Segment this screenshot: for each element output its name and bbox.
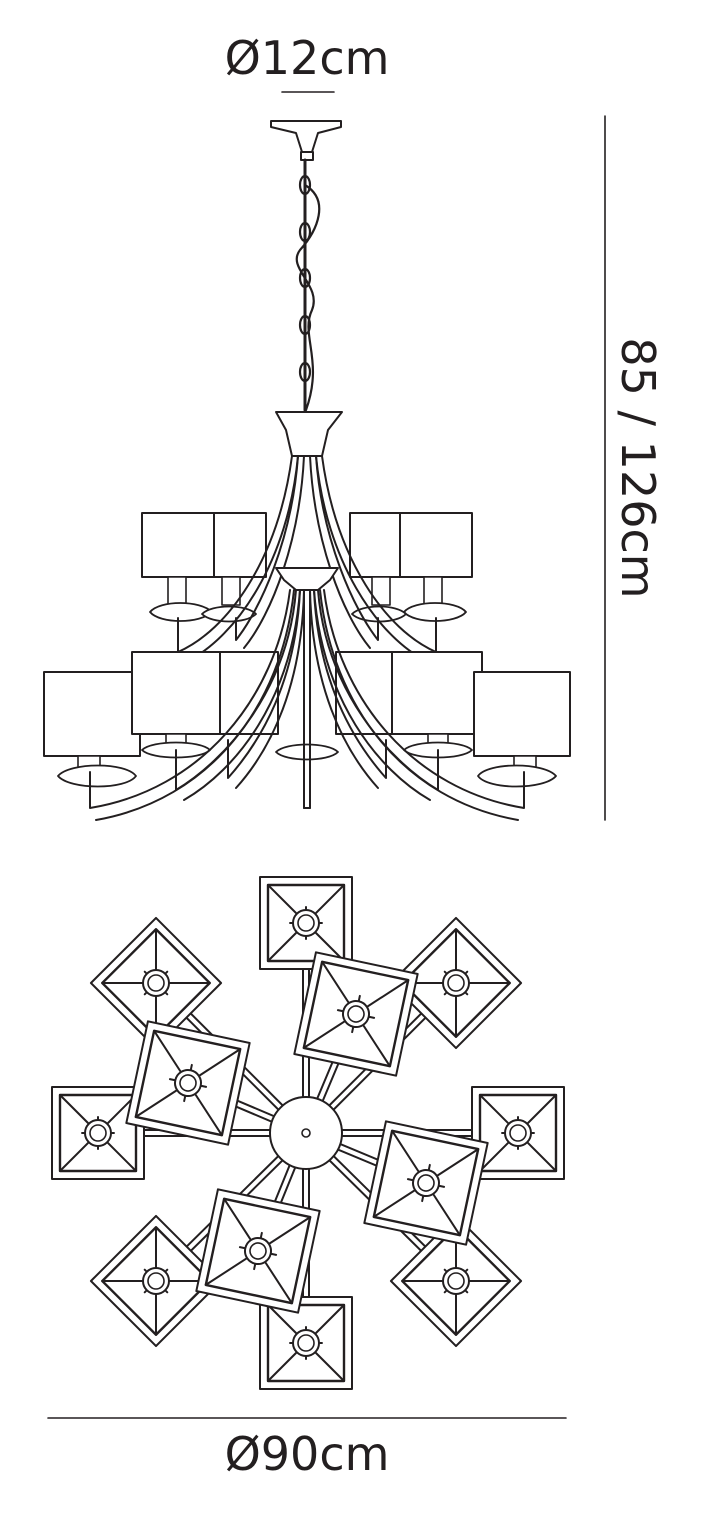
plan-shade <box>195 1188 321 1314</box>
plan-shade <box>259 876 353 970</box>
plan-shade <box>89 916 223 1050</box>
plan-shade <box>51 1086 145 1180</box>
plan-view <box>51 876 565 1390</box>
width-label: Ø90cm <box>225 1427 390 1481</box>
ceiling-plate-diameter-label: Ø12cm <box>225 31 390 85</box>
plan-shade <box>259 1296 353 1390</box>
plan-shade <box>389 916 523 1050</box>
side-elevation-view <box>43 120 571 821</box>
plan-shade <box>363 1120 489 1246</box>
plan-shade <box>293 951 419 1077</box>
lower-tier-shades <box>43 651 571 788</box>
middle-hub <box>275 567 339 591</box>
upper-body-cup <box>275 411 343 457</box>
plan-shade <box>125 1020 251 1146</box>
plan-shade <box>471 1086 565 1180</box>
dimension-annotations: Ø12cm 85 / 126cm Ø90cm <box>47 31 665 1481</box>
suspension-chain <box>295 158 321 412</box>
plan-shade <box>389 1214 523 1348</box>
lower-arms <box>89 589 525 821</box>
plan-shade <box>89 1214 223 1348</box>
upper-arms <box>177 455 437 663</box>
upper-tier-shades <box>141 512 473 623</box>
ceiling-canopy <box>270 120 342 161</box>
plan-shades <box>51 876 565 1390</box>
height-label: 85 / 126cm <box>611 337 665 598</box>
plan-center-hub <box>269 1096 343 1170</box>
